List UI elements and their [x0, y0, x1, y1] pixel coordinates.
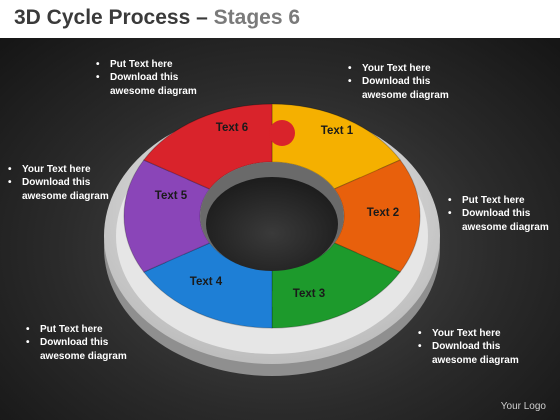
callout-line: awesome diagram [432, 354, 519, 366]
callout-line: Your Text here [6, 163, 109, 177]
puzzle-tab [269, 120, 295, 146]
segment-label: Text 6 [216, 122, 248, 134]
ring-hole [206, 177, 338, 271]
title-bar: 3D Cycle Process – Stages 6 [0, 0, 560, 38]
callout-line: awesome diagram [462, 221, 549, 233]
callout-line: Your Text here [346, 62, 449, 76]
callout-line: Download this [416, 340, 519, 354]
segment-labels: Text 1 Text 2 Text 3 Text 4 Text 5 Text 6 [155, 122, 399, 300]
page-title: 3D Cycle Process – Stages 6 [14, 6, 300, 30]
callout-line: Download this [94, 71, 197, 85]
callout-line: Download this [446, 207, 549, 221]
callout-line: awesome diagram [40, 350, 127, 362]
callout-line: Put Text here [24, 323, 127, 337]
callout-line: Download this [346, 75, 449, 89]
ring-segments [123, 103, 421, 329]
callout-line: Download this [6, 176, 109, 190]
segment-label: Text 5 [155, 190, 188, 202]
callout-line: Put Text here [446, 194, 549, 208]
callout-line: awesome diagram [362, 89, 449, 101]
logo-text: Your Logo [500, 401, 546, 412]
callout-line: Your Text here [416, 327, 519, 341]
title-sub: Stages 6 [213, 6, 301, 29]
segment-label: Text 1 [321, 125, 354, 137]
callout-line: awesome diagram [22, 190, 109, 202]
segment-label: Text 3 [293, 288, 325, 300]
segment-label: Text 2 [367, 207, 399, 219]
title-main: 3D Cycle Process – [14, 6, 208, 29]
callout-line: awesome diagram [110, 85, 197, 97]
callout-line: Put Text here [94, 58, 197, 72]
callout-line: Download this [24, 336, 127, 350]
segment-label: Text 4 [190, 276, 223, 288]
